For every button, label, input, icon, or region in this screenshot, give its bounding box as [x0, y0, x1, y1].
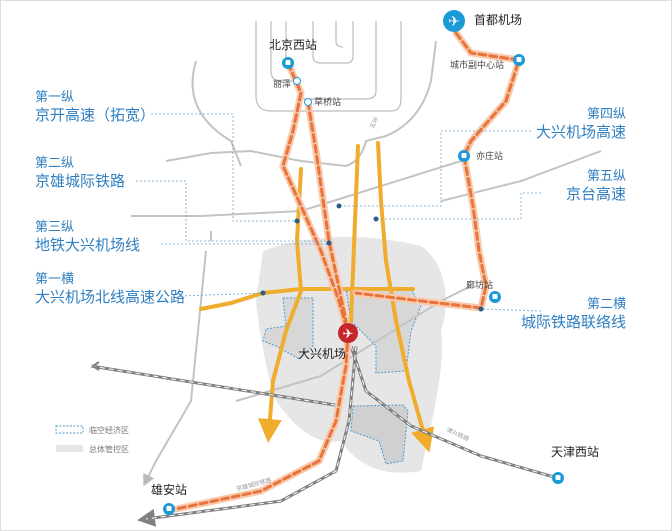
existing-railways	[90, 345, 562, 527]
label-sub-center: 城市副中心站	[450, 59, 504, 71]
legend-economic-zone-label: 临空经济区	[89, 425, 129, 435]
svg-text:第四纵: 第四纵	[587, 107, 626, 122]
svg-text:大兴机场北线高速公路: 大兴机场北线高速公路	[35, 288, 185, 306]
road-label-fifth-ring: 五环	[369, 116, 381, 130]
svg-text:第一纵: 第一纵	[35, 90, 74, 105]
svg-text:第三纵: 第三纵	[35, 220, 74, 235]
svg-text:第五纵: 第五纵	[587, 169, 626, 184]
economic-zone-south	[350, 404, 409, 465]
svg-text:✈: ✈	[448, 14, 460, 30]
svg-text:京开高速（拓宽）: 京开高速（拓宽）	[35, 106, 155, 124]
legend-economic-zone-swatch	[55, 425, 84, 434]
svg-text:城际铁路联络线: 城际铁路联络线	[521, 313, 626, 331]
callout-v2: 第二纵 京雄城际铁路	[35, 156, 125, 190]
capital-airport-icon: ✈	[443, 10, 465, 32]
label-langfang: 廊坊站	[466, 279, 493, 291]
callout-v3: 第三纵 地铁大兴机场线	[35, 220, 140, 254]
svg-text:京雄城际铁路: 京雄城际铁路	[35, 172, 125, 190]
svg-text:地铁大兴机场线: 地铁大兴机场线	[35, 236, 140, 254]
label-xiongan: 雄安站	[151, 482, 187, 497]
label-capital-airport: 首都机场	[474, 13, 522, 27]
callout-leaders	[136, 113, 561, 320]
subway-station-icon	[304, 98, 312, 106]
legend: 临空经济区 总体管控区	[55, 425, 129, 454]
label-tianjin-west: 天津西站	[551, 445, 599, 459]
control-zone-area	[256, 236, 446, 473]
label-caoqiao: 草桥站	[314, 96, 341, 108]
svg-text:第二横: 第二横	[587, 297, 626, 312]
planned-railways	[172, 29, 524, 513]
road-label-jinxing: 津兴铁路	[445, 426, 470, 443]
svg-text:大兴机场高速: 大兴机场高速	[536, 123, 626, 141]
daxing-airport-icon: ✈	[338, 323, 358, 343]
callout-v4: 第四纵 大兴机场高速	[536, 107, 626, 141]
callout-nodes	[260, 203, 484, 312]
callout-v5: 第五纵 京台高速	[566, 169, 626, 203]
svg-text:第二纵: 第二纵	[35, 156, 74, 171]
subway-station-icon	[293, 77, 301, 85]
svg-text:第一横: 第一横	[35, 272, 74, 287]
label-lize: 丽泽	[273, 79, 291, 90]
ring-roads	[255, 21, 402, 112]
label-beijing-west: 北京西站	[269, 38, 317, 52]
callout-h1: 第一横 大兴机场北线高速公路	[35, 272, 185, 306]
jingkai-expressway	[257, 167, 304, 443]
label-yizhuang: 亦庄站	[476, 150, 503, 162]
label-daxing-airport: 大兴机场	[298, 347, 346, 361]
legend-control-zone-swatch	[56, 445, 83, 452]
svg-text:✈: ✈	[343, 327, 354, 342]
callout-h2: 第二横 城际铁路联络线	[521, 297, 626, 331]
svg-text:京台高速: 京台高速	[566, 185, 626, 203]
callout-v1: 第一纵 京开高速（拓宽）	[35, 90, 155, 124]
legend-control-zone-label: 总体管控区	[89, 444, 129, 454]
